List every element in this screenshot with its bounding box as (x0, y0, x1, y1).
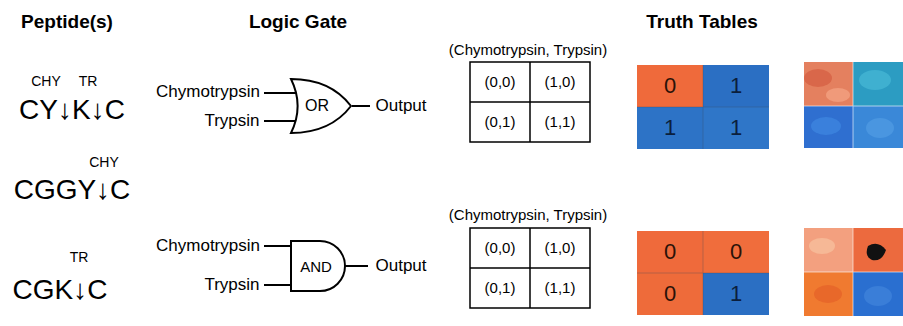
table-cell: (0,0) (485, 240, 516, 257)
truth-value: 1 (730, 282, 742, 306)
truth-value: 1 (730, 116, 742, 140)
gate-label: AND (300, 258, 336, 275)
and-gate-shape (291, 241, 345, 291)
truth-value: 0 (664, 240, 676, 264)
and-gate: AND (290, 240, 346, 292)
output-label: Output (375, 257, 426, 276)
output-label: Output (375, 97, 426, 116)
or-gate: OR (290, 78, 352, 134)
gate-label: OR (305, 97, 337, 115)
input-label: Chymotrypsin (156, 237, 260, 256)
table-cell: (0,0) (485, 74, 516, 91)
table-cell: (1,1) (545, 114, 576, 131)
table-cell: (0,1) (485, 280, 516, 297)
peptide-sequence: CGGY↓C (14, 175, 131, 206)
enzyme-site-label: TR (79, 74, 98, 89)
sample-photos (804, 62, 903, 316)
table-cell: (1,0) (545, 240, 576, 257)
input-label: Chymotrypsin (156, 83, 260, 102)
table-cell: (1,1) (545, 280, 576, 297)
table-cell: (1,0) (545, 74, 576, 91)
truth-value: 0 (664, 74, 676, 98)
truth-value: 1 (664, 116, 676, 140)
input-label: Trypsin (204, 112, 259, 131)
truth-table-cells (637, 65, 769, 315)
peptide-sequence: CGK↓C (13, 275, 108, 306)
or-gate-shape (291, 79, 351, 133)
table-header: (Chymotrypsin, Trypsin) (449, 42, 607, 59)
input-grid (470, 62, 590, 308)
table-cell: (0,1) (485, 114, 516, 131)
column-heading: Logic Gate (249, 12, 347, 33)
input-label: Trypsin (204, 276, 259, 295)
table-header: (Chymotrypsin, Trypsin) (449, 207, 607, 224)
truth-value: 0 (664, 282, 676, 306)
enzyme-site-label: CHY (31, 74, 61, 89)
truth-value: 1 (730, 74, 742, 98)
column-heading: Truth Tables (646, 12, 758, 33)
enzyme-site-label: CHY (89, 155, 119, 170)
enzyme-site-label: TR (70, 250, 89, 265)
column-heading: Peptide(s) (21, 12, 113, 33)
truth-value: 0 (730, 240, 742, 264)
peptide-sequence: CY↓K↓C (19, 95, 125, 126)
